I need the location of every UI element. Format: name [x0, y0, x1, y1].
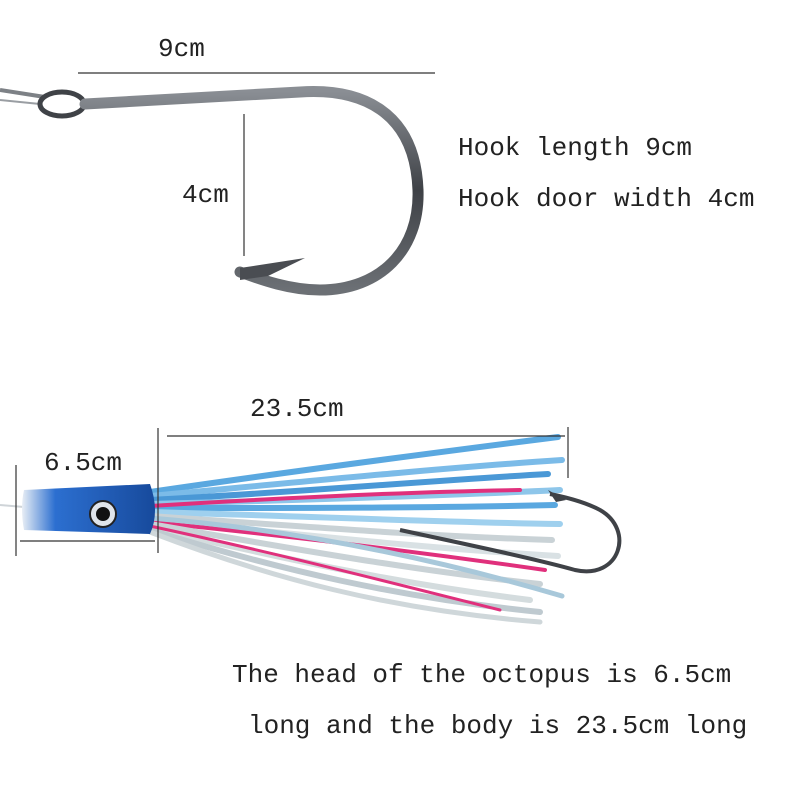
large-hook — [0, 86, 424, 296]
lure-hook-point — [548, 490, 566, 502]
lure-head — [22, 484, 155, 534]
caption-line-2: long and the body is 23.5cm long — [248, 711, 748, 741]
hook-shank — [79, 86, 424, 296]
lure-hook — [399, 492, 622, 574]
caption-line-1: The head of the octopus is 6.5cm — [232, 660, 732, 690]
hook-gap-label: 4cm — [182, 180, 229, 210]
hook-barb — [240, 258, 305, 280]
leader-wire-lower — [0, 99, 41, 105]
lure-head-length-label: 6.5cm — [44, 448, 123, 478]
spec-hook-length: Hook length 9cm — [458, 133, 693, 163]
spec-hook-door-width: Hook door width 4cm — [458, 184, 755, 214]
hook-length-label: 9cm — [158, 34, 205, 64]
hook-eye — [37, 89, 87, 119]
lure-pupil — [96, 507, 110, 521]
octopus-lure — [0, 434, 622, 625]
lure-skirt — [147, 434, 565, 625]
leader-wire — [0, 88, 46, 99]
lure-body-length-label: 23.5cm — [250, 394, 344, 424]
lure-leader — [0, 504, 25, 508]
